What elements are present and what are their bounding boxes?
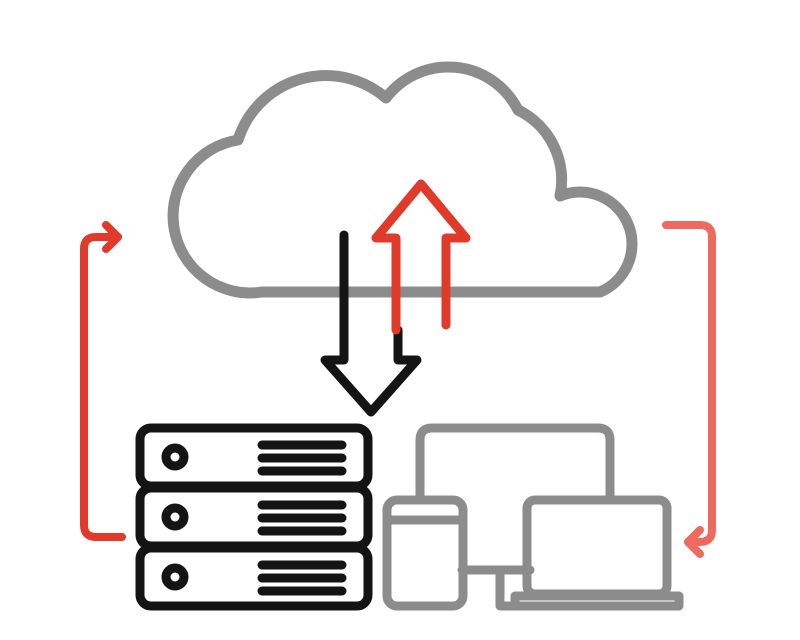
sync-arrow-left-icon [80, 221, 126, 541]
download-arrow-icon [320, 230, 422, 417]
sync-arrow-right-icon [662, 221, 716, 558]
cloud-icon [167, 61, 638, 299]
laptop-icon [510, 495, 684, 611]
tablet-icon [382, 495, 468, 611]
upload-arrow-icon [371, 179, 471, 335]
server-rack-icon [135, 423, 373, 611]
